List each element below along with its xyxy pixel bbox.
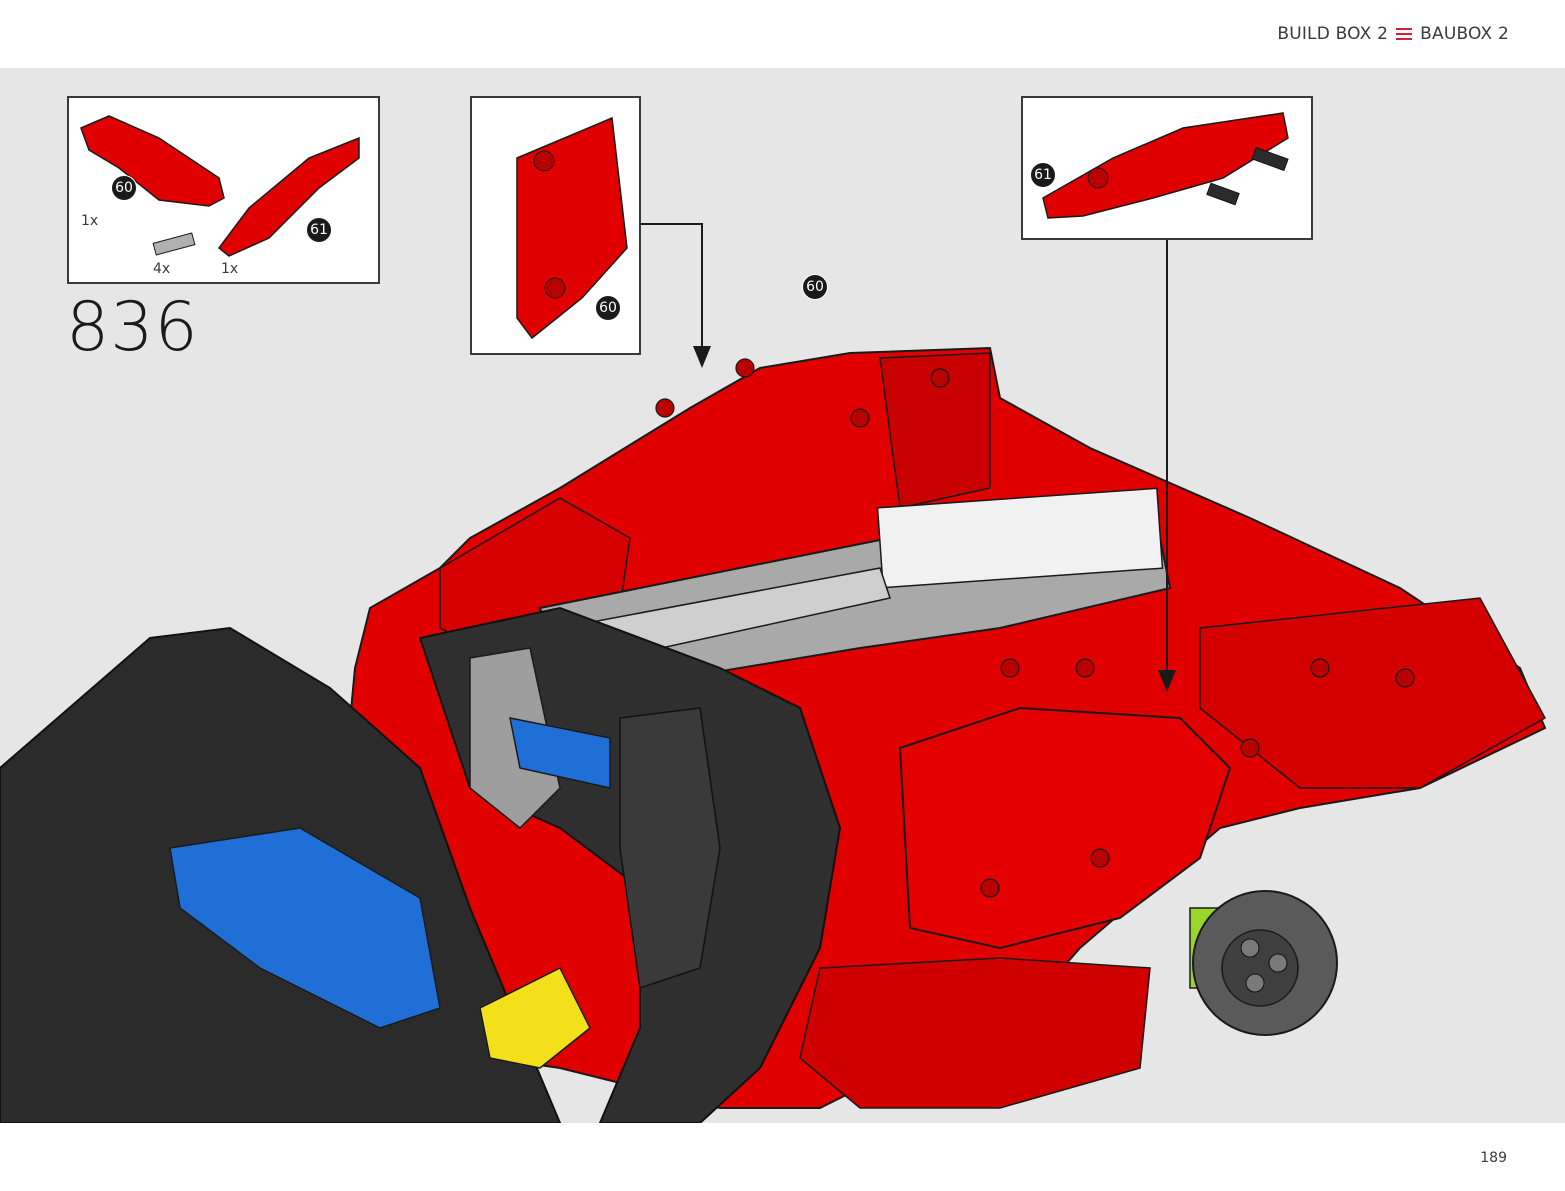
subassembly-61-part xyxy=(1042,112,1289,219)
menu-icon xyxy=(1396,28,1413,40)
model-callout-60: 60 xyxy=(802,274,828,300)
part-61-image xyxy=(217,136,360,257)
header-build-box-en: BUILD BOX 2 xyxy=(1277,24,1389,44)
step-number: 836 xyxy=(66,288,199,367)
pin-part-image xyxy=(152,232,196,256)
model-illustration xyxy=(0,223,1547,1123)
hub xyxy=(1221,929,1299,1007)
subassembly-61-callout: 61 xyxy=(1030,162,1056,188)
black-frame-inner xyxy=(619,707,721,989)
page-number: 189 xyxy=(1480,1150,1507,1166)
header-build-box-de: BAUBOX 2 xyxy=(1420,24,1509,44)
subassembly-60-callout: 60 xyxy=(595,295,621,321)
arrow-60-head xyxy=(693,346,711,368)
subassembly-61-box: 61 xyxy=(1021,96,1313,240)
subassembly-60-box: 60 xyxy=(470,96,641,355)
yellow-part xyxy=(479,966,591,1069)
parts-list: 1x 4x 1x 60 61 xyxy=(67,96,380,284)
subassembly-60-part xyxy=(516,116,628,340)
transparent-panel xyxy=(876,487,1164,589)
pin-holes xyxy=(655,358,1415,898)
pin-qty: 4x xyxy=(153,261,171,277)
part-61-callout: 61 xyxy=(306,217,332,243)
blue-beam xyxy=(509,717,611,789)
part-61-qty: 1x xyxy=(221,261,239,277)
part-60-image xyxy=(80,115,225,207)
part-60-callout: 60 xyxy=(111,175,137,201)
red-panel-right-wing xyxy=(1199,597,1547,789)
arrow-60 xyxy=(640,223,703,350)
red-panel-front xyxy=(898,706,1232,950)
blue-body xyxy=(169,827,441,1029)
arrow-61-head xyxy=(1158,670,1176,692)
instruction-stage xyxy=(0,68,1565,1123)
red-panel-shading xyxy=(879,352,991,509)
part-60-qty: 1x xyxy=(81,213,99,229)
red-lower-fender xyxy=(799,957,1151,1109)
page-header: BUILD BOX 2 BAUBOX 2 xyxy=(1277,24,1509,44)
